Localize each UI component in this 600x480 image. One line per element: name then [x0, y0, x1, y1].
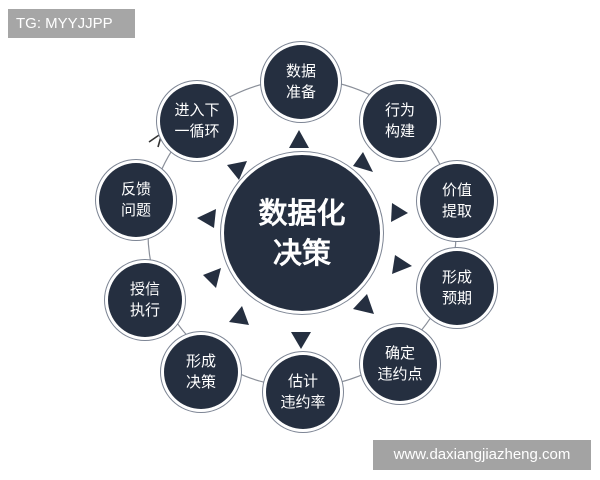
pointer-triangle-2 [353, 152, 373, 172]
watermark-bottom-right: www.daxiangjiazheng.com [373, 440, 591, 470]
node-value-extract: 价值 提取 [420, 164, 494, 238]
center-node: 数据化 决策 [224, 155, 380, 311]
node-line-2: 决策 [185, 373, 216, 391]
node-line-2: 准备 [285, 83, 316, 101]
pointer-triangle-5 [353, 294, 374, 314]
pointer-triangle-1 [289, 130, 309, 148]
pointer-triangle-10 [227, 161, 247, 180]
node-line-2: 一循环 [174, 122, 220, 140]
pointer-triangle-3 [391, 203, 408, 222]
node-line-2: 提取 [441, 202, 472, 220]
node-line-1: 进入下 [174, 101, 220, 119]
node-default-point: 确定 违约点 [363, 327, 437, 401]
node-line-1: 行为 [384, 101, 415, 119]
node-line-1: 价值 [441, 181, 472, 199]
node-line-1: 形成 [185, 352, 216, 370]
node-line-1: 数据 [285, 62, 316, 80]
node-line-1: 反馈 [120, 180, 151, 198]
node-default-rate: 估计 违约率 [266, 355, 340, 429]
node-credit-execution: 授信 执行 [108, 263, 182, 337]
node-line-1: 估计 [287, 372, 318, 390]
watermark-top-left: TG: MYYJJPP [8, 9, 135, 38]
center-line-1: 数据化 [258, 196, 346, 230]
node-line-1: 形成 [441, 268, 472, 286]
pointer-triangle-6 [291, 332, 311, 349]
pointer-triangle-7 [229, 306, 249, 325]
node-data-preparation: 数据 准备 [264, 45, 338, 119]
node-line-2: 预期 [441, 289, 472, 307]
node-line-2: 构建 [384, 122, 415, 140]
center-line-2: 决策 [272, 236, 331, 270]
node-form-expectation: 形成 预期 [420, 251, 494, 325]
pointer-triangle-9 [197, 209, 216, 228]
node-line-2: 违约率 [280, 393, 326, 411]
node-line-2: 违约点 [377, 365, 423, 383]
node-form-decision: 形成 决策 [164, 335, 238, 409]
pointer-triangle-4 [392, 255, 412, 274]
node-line-2: 执行 [129, 301, 160, 319]
node-behavior-build: 行为 构建 [363, 84, 437, 158]
node-line-1: 授信 [129, 280, 160, 298]
node-line-2: 问题 [120, 201, 151, 219]
node-next-cycle: 进入下 一循环 [160, 84, 234, 158]
pointer-triangle-8 [203, 268, 221, 288]
cycle-arrowhead [148, 131, 164, 148]
node-feedback-problem: 反馈 问题 [99, 163, 173, 237]
node-line-1: 确定 [384, 344, 415, 362]
